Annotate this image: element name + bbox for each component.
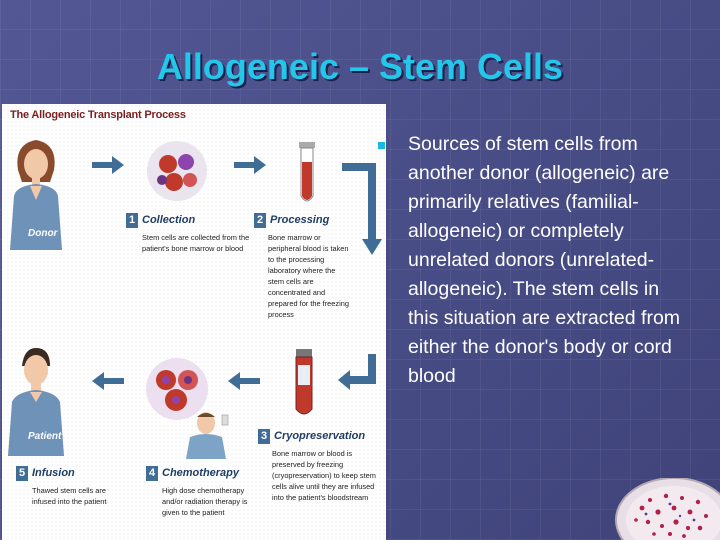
arrow-right-icon (92, 156, 124, 174)
step-title: Cryopreservation (274, 430, 366, 442)
arrow-left-icon (228, 372, 260, 390)
transplant-process-figure: The Allogeneic Transplant Process Donor … (2, 104, 386, 540)
blood-cells-icon (146, 358, 208, 420)
step-number: 1 (126, 213, 138, 228)
doctor-illustration (186, 412, 229, 459)
curved-arrow-left-icon (338, 354, 376, 390)
step-description: Thawed stem cells are infused into the p… (32, 486, 107, 506)
step-number: 5 (16, 466, 28, 481)
patient-illustration (8, 348, 64, 456)
step-description: Bone marrow or blood is preserved by fre… (272, 449, 376, 502)
arrow-left-icon (92, 372, 124, 390)
step-number: 3 (258, 429, 270, 444)
arrow-right-icon (234, 156, 266, 174)
curved-arrow-down-icon (342, 163, 382, 255)
step-title: Collection (142, 214, 196, 226)
cord-blood-cross-section-image (615, 478, 720, 540)
bullet-text: Sources of stem cells from another donor… (408, 133, 681, 387)
bullet-square-icon (378, 142, 385, 149)
step-number: 4 (146, 466, 158, 481)
donor-label: Donor (28, 228, 58, 239)
step-title: Infusion (32, 467, 75, 479)
patient-label: Patient (28, 431, 62, 442)
cryo-vial-icon (295, 349, 313, 415)
bullet-list: Sources of stem cells from another donor… (378, 130, 688, 391)
test-tube-icon (299, 142, 315, 202)
donor-illustration (10, 140, 62, 250)
step-title: Processing (270, 214, 330, 226)
step-title: Chemotherapy (162, 467, 240, 479)
step-description: Stem cells are collected from the patien… (142, 233, 250, 253)
slide-title: Allogeneic – Stem Cells (156, 46, 564, 87)
step-number: 2 (254, 213, 266, 228)
figure-title: The Allogeneic Transplant Process (10, 109, 186, 121)
step-description: Bone marrow or peripheral blood is taken… (268, 233, 349, 319)
stem-cell-cluster-icon (147, 141, 207, 201)
step-description: High dose chemotherapy and/or radiation … (162, 486, 248, 517)
